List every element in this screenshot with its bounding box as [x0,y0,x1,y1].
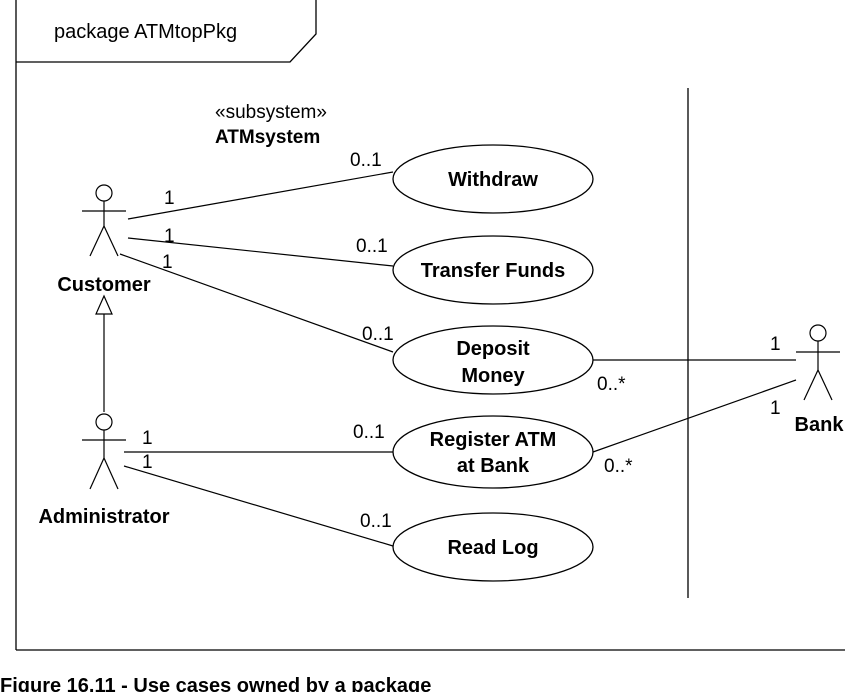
mult-admin-readlog-actor: 1 [142,452,153,473]
mult-cust-transfer-uc: 0..1 [356,236,388,257]
use-case-withdraw-label: Withdraw [448,169,538,191]
use-case-withdraw: Withdraw [392,144,594,214]
mult-deposit-bank-uc: 0..* [597,374,626,395]
use-case-register-label-2: at Bank [457,455,530,477]
assoc-customer-transfer [127,237,394,267]
mult-deposit-bank-actor: 1 [770,334,781,355]
mult-admin-readlog-uc: 0..1 [360,511,392,532]
actor-customer [82,184,126,257]
mult-register-bank-uc: 0..* [604,456,633,477]
actor-customer-label: Customer [57,274,151,296]
use-case-deposit-money: Deposit Money [392,325,594,395]
mult-cust-transfer-actor: 1 [164,226,175,247]
assoc-customer-withdraw [127,171,394,220]
use-case-register-atm: Register ATM at Bank [392,415,594,489]
mult-cust-deposit-actor: 1 [162,252,173,273]
actor-administrator [82,413,126,490]
use-case-deposit-label-2: Money [461,365,525,387]
use-case-transfer-label: Transfer Funds [421,260,565,282]
associations [119,171,797,547]
multiplicity-labels: 1 0..1 1 0..1 1 0..1 0..* 1 1 0..1 1 0..… [142,150,781,532]
actor-administrator-label: Administrator [38,506,169,528]
mult-cust-deposit-uc: 0..1 [362,324,394,345]
package-label: package ATMtopPkg [54,21,237,43]
subsystem-stereotype: «subsystem» [215,102,327,123]
assoc-admin-readlog [123,465,394,547]
actor-bank-label: Bank [795,414,845,436]
subsystem-name: ATMsystem [215,127,320,148]
mult-register-bank-actor: 1 [770,398,781,419]
use-case-transfer-funds: Transfer Funds [392,235,594,305]
use-case-deposit-label-1: Deposit [456,338,530,360]
figure-caption: Figure 16.11 - Use cases owned by a pack… [0,675,431,692]
mult-admin-register-actor: 1 [142,428,153,449]
package-frame [15,0,845,651]
use-case-register-label-1: Register ATM [430,429,557,451]
assoc-register-bank [592,379,797,453]
actor-bank [796,324,840,401]
use-case-readlog-label: Read Log [447,537,538,559]
use-case-read-log: Read Log [392,512,594,582]
mult-cust-withdraw-actor: 1 [164,188,175,209]
generalization-arrow [95,294,113,412]
mult-admin-register-uc: 0..1 [353,422,385,443]
assoc-customer-deposit [119,253,394,353]
mult-cust-withdraw-uc: 0..1 [350,150,382,171]
